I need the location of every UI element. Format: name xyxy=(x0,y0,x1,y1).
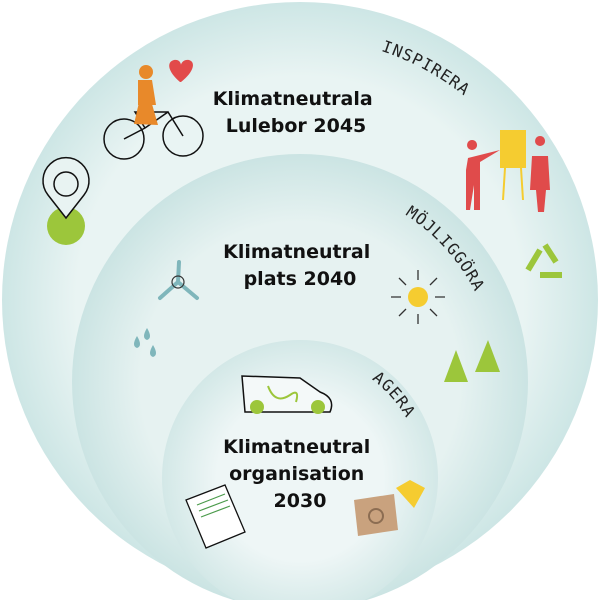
trees-icon xyxy=(444,340,500,382)
presentation-icon xyxy=(466,130,550,212)
heart-icon xyxy=(169,59,193,82)
document-icon xyxy=(185,484,246,549)
cyclist-icon xyxy=(103,65,204,160)
middle-title: Klimatneutral plats 2040 xyxy=(223,241,377,290)
sun-icon xyxy=(391,270,445,324)
water-drops-icon xyxy=(134,328,156,357)
recycle-icon xyxy=(525,243,562,278)
wind-turbine-icon xyxy=(158,260,199,300)
recycling-box-icon xyxy=(354,480,425,536)
location-pin-icon xyxy=(42,156,90,245)
electric-car-icon xyxy=(241,375,333,414)
inner-title: Klimatneutral organisation 2030 xyxy=(223,436,377,512)
outer-title: Klimatneutrala Lulebor 2045 xyxy=(213,88,380,137)
